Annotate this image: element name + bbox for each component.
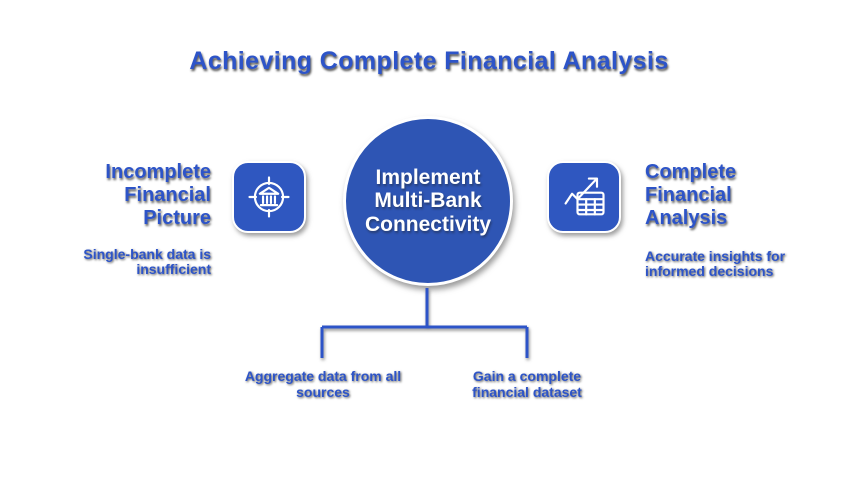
result-description: Accurate insights for informed decisions bbox=[645, 248, 786, 279]
solution-label: Implement Multi-Bank Connectivity bbox=[364, 165, 492, 236]
problem-description: Single-bank data is insufficient bbox=[83, 246, 211, 277]
outcome-label-dataset: Gain a complete financial dataset bbox=[472, 368, 582, 400]
problem-icon-card bbox=[232, 161, 306, 233]
bank-target-icon bbox=[243, 171, 295, 223]
solution-circle: Implement Multi-Bank Connectivity bbox=[343, 116, 513, 286]
result-icon-card bbox=[547, 161, 621, 233]
page-title: Achieving Complete Financial Analysis bbox=[189, 47, 669, 75]
outcome-label-aggregate: Aggregate data from all sources bbox=[244, 368, 402, 400]
result-heading: Complete Financial Analysis bbox=[645, 161, 737, 229]
problem-heading: Incomplete Financial Picture bbox=[105, 161, 211, 229]
chart-growth-table-icon bbox=[558, 171, 610, 223]
